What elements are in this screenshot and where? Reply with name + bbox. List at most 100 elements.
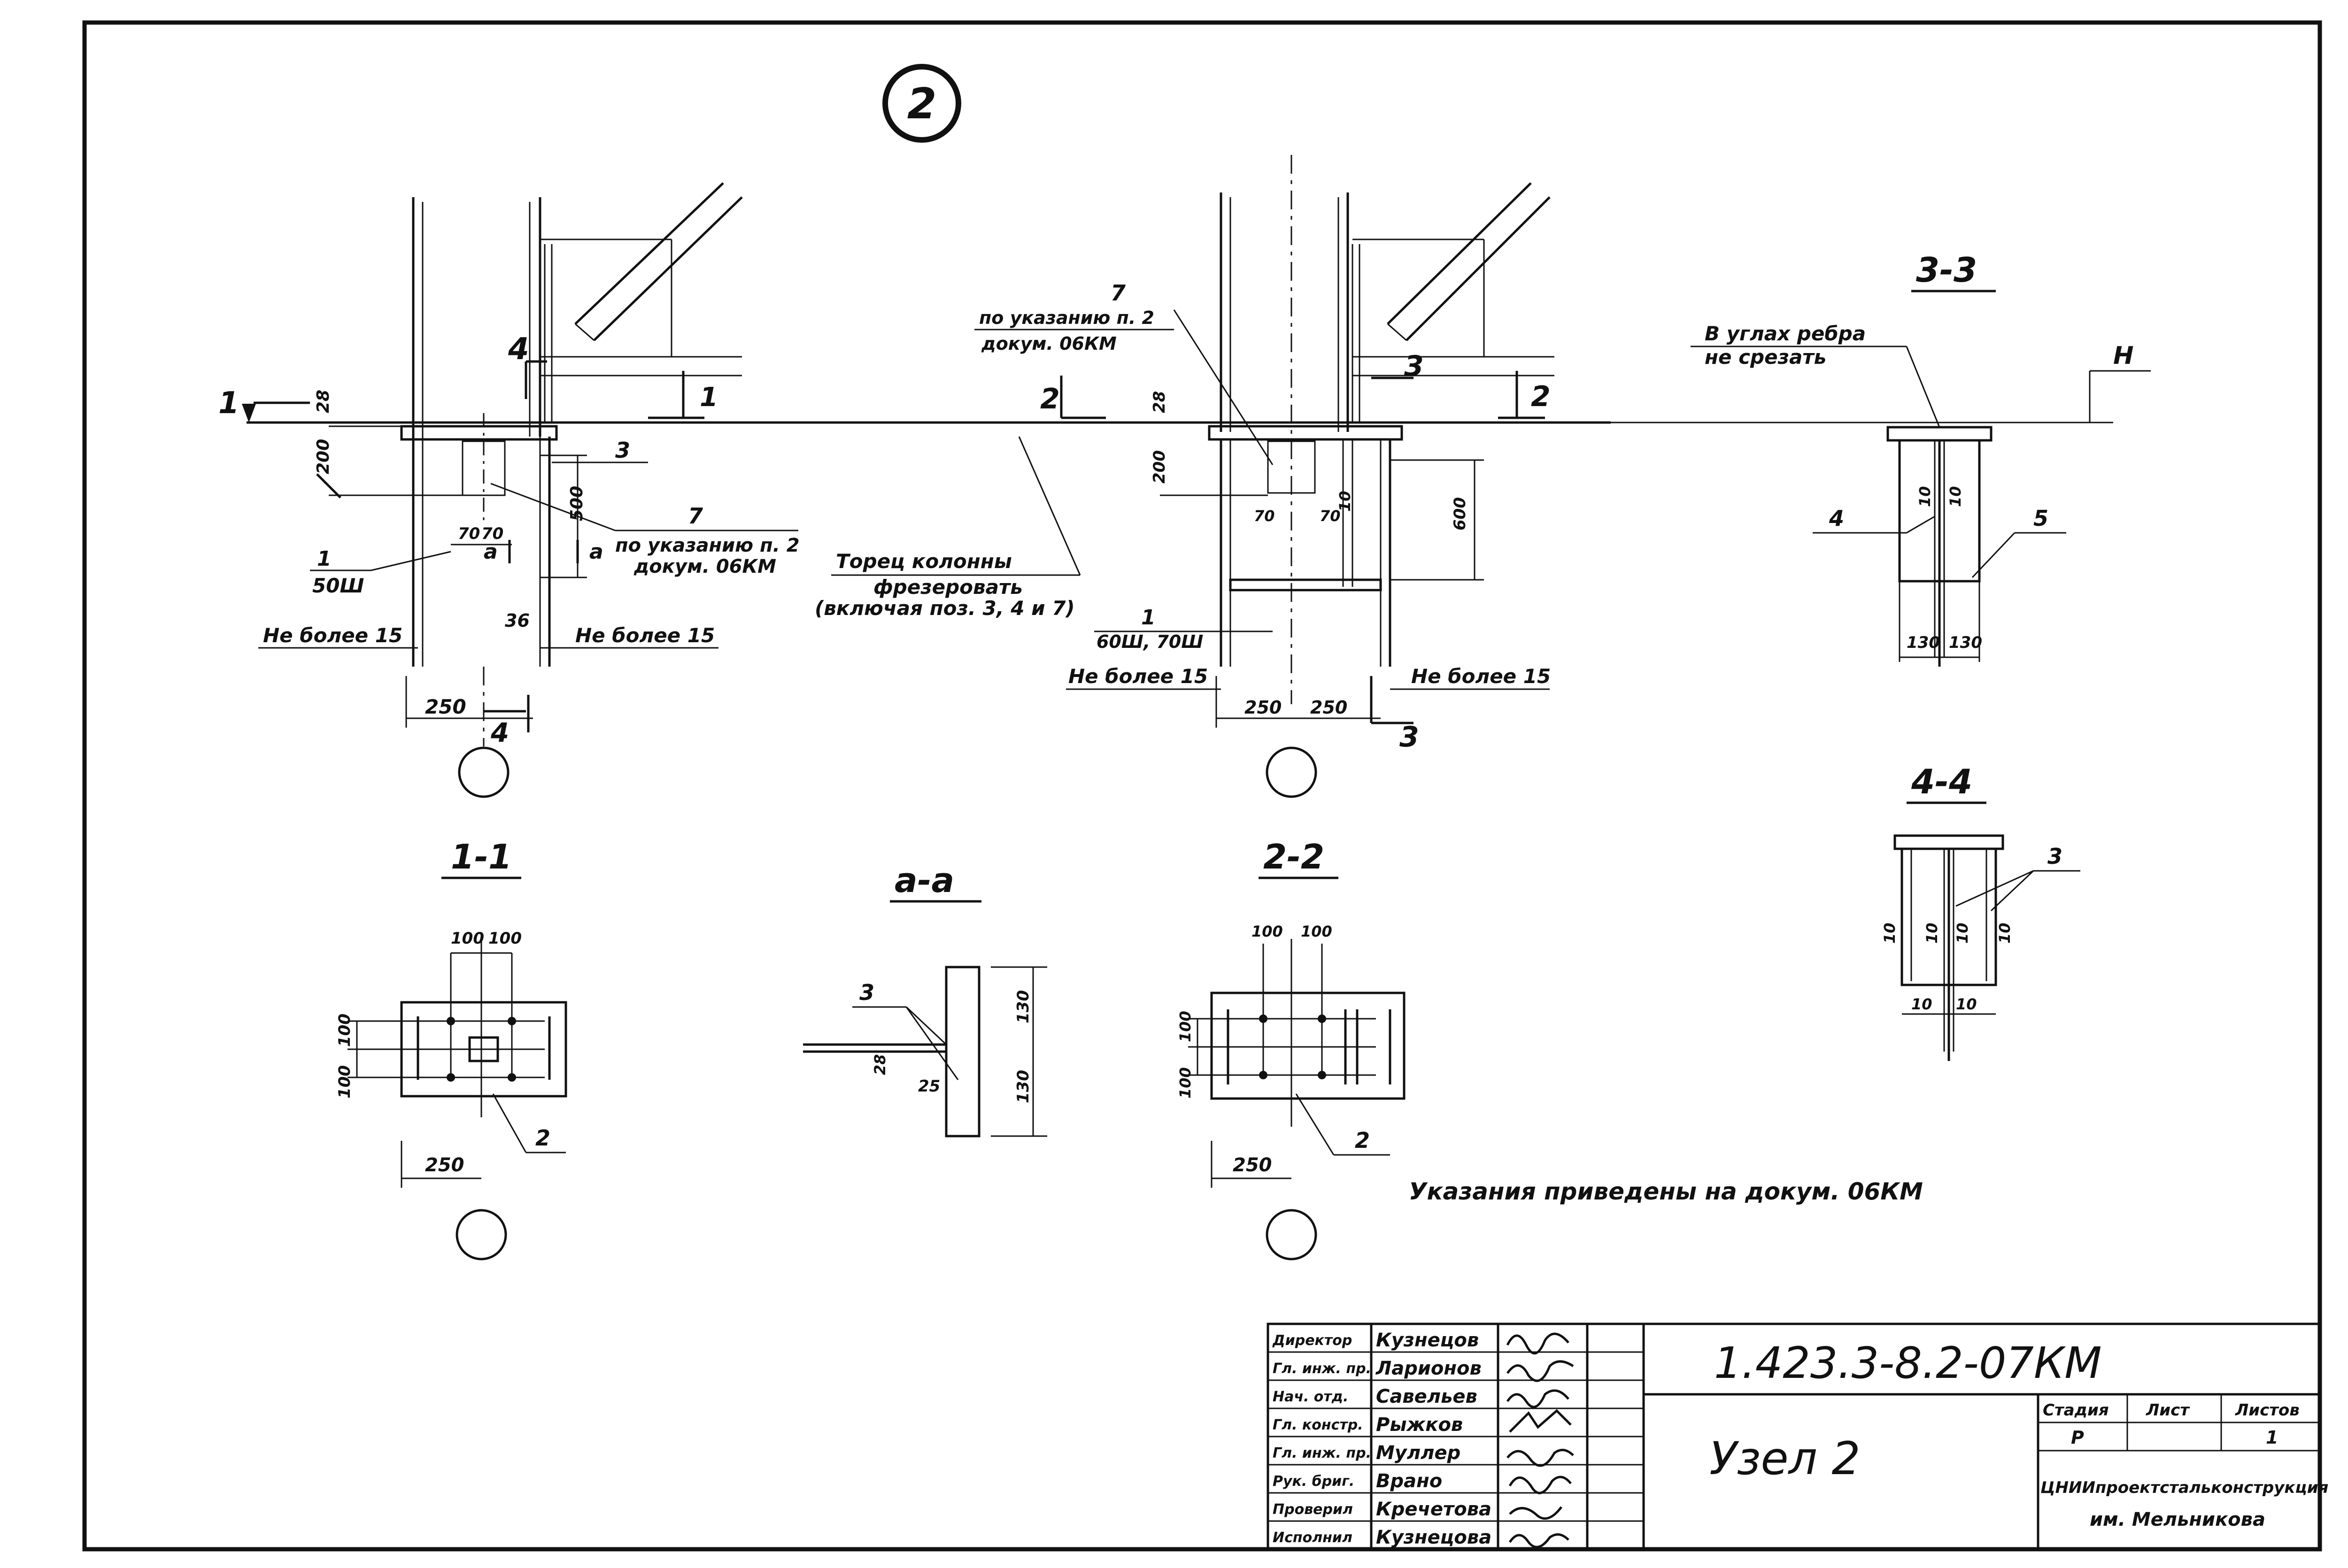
center-dim-70b: 70 [1320, 507, 1341, 525]
name-3: Савельев [1376, 1386, 1477, 1407]
section-1-1-dim-100c: 100 [335, 1014, 354, 1047]
role-6: Рук. бриг. [1273, 1473, 1354, 1490]
role-2: Гл. инж. пр. [1273, 1360, 1371, 1377]
section-1-1-dim-100b: 100 [488, 929, 522, 948]
center-milling-line2: фрезеровать [873, 576, 1023, 599]
sheet-frame [82, 20, 2322, 1552]
role-3: Нач. отд. [1273, 1389, 1348, 1405]
section-a-a-title: а-а [895, 861, 954, 900]
section-4-4-dim-10c: 10 [1954, 922, 1971, 944]
section-3-3-title: 3-3 [1916, 250, 1977, 290]
section-4-4-pos-3: 3 [2047, 844, 2062, 869]
section-3-3-dim-10b: 10 [1946, 486, 1964, 507]
section-a-a-dim-130b: 130 [1014, 1070, 1033, 1103]
section-1-1-title: 1-1 [451, 837, 512, 876]
node-number: 2 [907, 79, 937, 129]
section-2-2-dim-100a: 100 [1251, 922, 1283, 940]
level-mark-h: Н [1611, 342, 2151, 423]
left-elevation-view: 1 4 1 28 200 500 3 7 по указанию п. 2 до… [218, 182, 1611, 798]
section-4-4-dim-10a: 10 [1881, 922, 1899, 944]
center-not-more-right: Не более 15 [1411, 665, 1551, 688]
left-dim-250: 250 [425, 695, 466, 718]
center-dim-250b: 250 [1310, 697, 1347, 718]
section-4-4-dim-10d: 10 [1996, 922, 2014, 944]
left-dim-28: 28 [314, 390, 333, 413]
center-dim-10: 10 [1336, 491, 1354, 512]
section-1-1-dim-250: 250 [425, 1154, 464, 1176]
center-pos-7: 7 [1111, 280, 1126, 306]
section-a-a-dim-130a: 130 [1014, 990, 1033, 1023]
left-pos-1: 1 [317, 547, 332, 571]
center-section-mark-2: 2 [1040, 383, 1060, 415]
section-3-3-pos-4: 4 [1829, 506, 1844, 531]
center-dim-250a: 250 [1244, 697, 1282, 718]
node-number-marker: 2 [882, 64, 961, 143]
left-pos-3: 3 [615, 438, 630, 463]
section-2-2-dim-100b: 100 [1301, 922, 1332, 940]
center-elevation-view: 7 по указанию п. 2 докум. 06КМ 2 3 2 28 … [815, 155, 1554, 798]
section-2-2-dim-100d: 100 [1176, 1067, 1194, 1099]
name-4: Рыжков [1376, 1414, 1463, 1436]
signatures [1506, 1332, 1574, 1548]
section-3-3-pos-5: 5 [2033, 506, 2048, 531]
section-a-a-view: а-а 3 130 130 28 25 [803, 861, 1047, 1138]
section-4-4-dim-10b: 10 [1923, 922, 1941, 944]
section-3-3-view: 3-3 В углах ребра не срезать 10 10 4 5 1… [1691, 250, 2066, 667]
name-2: Ларионов [1375, 1358, 1482, 1379]
role-5: Гл. инж. пр. [1273, 1445, 1371, 1461]
center-not-more-left: Не более 15 [1068, 665, 1208, 688]
name-1: Кузнецов [1376, 1330, 1479, 1351]
center-dim-28: 28 [1150, 391, 1169, 413]
section-1-1-view: 1-1 100 100 100 100 250 2 [335, 837, 567, 1261]
left-dim-70b: 70 [481, 524, 503, 543]
sheets-value: 1 [2266, 1427, 2278, 1448]
center-section-mark-2-right: 2 [1531, 380, 1551, 413]
section-1-1-dim-100d: 100 [335, 1065, 354, 1099]
center-section-mark-3-bottom: 3 [1399, 721, 1419, 753]
sheet-header: Лист [2146, 1401, 2190, 1420]
section-2-2-pos-2: 2 [1355, 1128, 1370, 1153]
name-5: Муллер [1376, 1442, 1460, 1464]
section-2-2-view: 2-2 100 100 100 100 250 2 [1176, 837, 1406, 1261]
stage-value: Р [2071, 1427, 2084, 1448]
section-a-a-dim-28: 28 [871, 1054, 889, 1075]
left-profile: 50Ш [312, 574, 364, 597]
center-dim-70a: 70 [1254, 507, 1275, 525]
general-note: Указания приведены на докум. 06КМ [1409, 1178, 1923, 1205]
name-8: Кузнецова [1376, 1527, 1491, 1548]
left-note-7-line2: докум. 06КМ [633, 556, 776, 577]
left-not-more-right: Не более 15 [575, 624, 715, 647]
left-dim-70a: 70 [458, 524, 480, 543]
left-section-mark-1: 1 [218, 386, 239, 421]
section-4-4-dim-10f: 10 [1956, 995, 1977, 1013]
name-6: Врано [1376, 1470, 1442, 1492]
role-4: Гл. констр. [1273, 1417, 1363, 1433]
section-a-a-dim-25: 25 [918, 1077, 940, 1096]
role-8: Исполнил [1273, 1530, 1352, 1546]
left-dim-200: 200 [314, 439, 333, 474]
section-1-1-pos-2: 2 [535, 1125, 550, 1151]
center-dim-200: 200 [1150, 450, 1169, 484]
left-pos-7: 7 [688, 503, 703, 529]
center-milling-line3: (включая поз. 3, 4 и 7) [815, 597, 1075, 620]
left-section-mark-4-bottom: 4 [490, 718, 509, 748]
sheet-title: Узел 2 [1709, 1432, 1861, 1485]
document-code: 1.423.3-8.2-07КМ [1714, 1338, 2102, 1388]
section-3-3-dim-10a: 10 [1916, 486, 1934, 507]
center-dim-600: 600 [1451, 497, 1469, 530]
organization-line1: ЦНИИпроектстальконструкция [2040, 1478, 2328, 1497]
stage-header: Стадия [2043, 1401, 2109, 1420]
section-4-4-view: 4-4 3 10 10 10 10 10 10 [1881, 762, 2080, 1061]
left-callout-1-top: 1 [700, 382, 718, 413]
left-dim-500: 500 [567, 486, 587, 521]
center-profile: 60Ш, 70Ш [1097, 631, 1203, 652]
section-4-4-dim-10e: 10 [1911, 995, 1932, 1013]
organization-line2: им. Мельникова [2090, 1509, 2265, 1530]
left-section-mark-4-top: 4 [508, 332, 529, 367]
center-milling-line1: Торец колонны [836, 550, 1012, 573]
center-note-7-line2: докум. 06КМ [981, 333, 1117, 354]
section-3-3-note-line2: не срезать [1705, 346, 1826, 369]
role-7: Проверил [1273, 1501, 1353, 1518]
left-dim-36: 36 [505, 610, 530, 631]
section-1-1-dim-100a: 100 [451, 929, 484, 948]
